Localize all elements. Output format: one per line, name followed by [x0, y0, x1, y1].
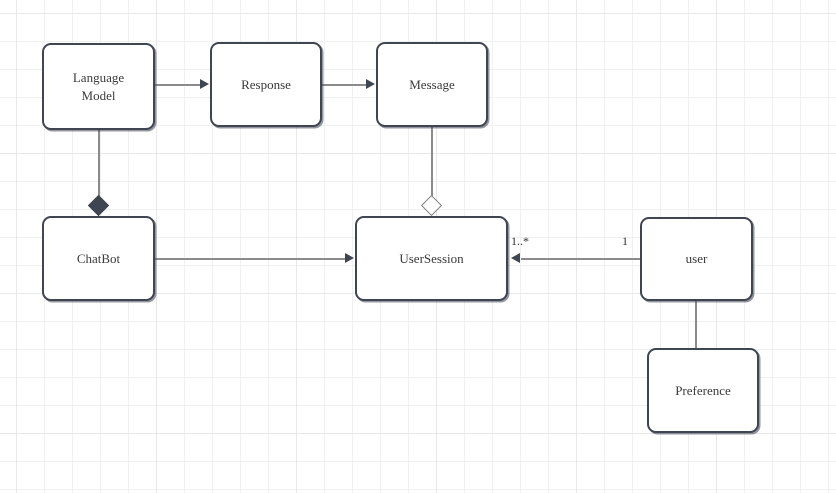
arrowhead-message-in — [366, 79, 375, 89]
multiplicity-user-end: 1 — [622, 234, 628, 248]
edge-user-to-preference — [695, 301, 697, 349]
arrowhead-response-in — [200, 79, 209, 89]
node-language-model[interactable]: Language Model — [42, 43, 155, 130]
node-language-model-label: Language Model — [72, 69, 125, 103]
node-message[interactable]: Message — [376, 42, 488, 127]
arrowhead-usersession-in-left — [345, 253, 354, 263]
edge-response-to-message — [322, 84, 367, 86]
node-usersession-label: UserSession — [399, 250, 464, 266]
node-chatbot-label: ChatBot — [76, 250, 121, 266]
node-preference-label: Preference — [675, 382, 731, 398]
edge-user-to-usersession — [521, 258, 640, 260]
node-response[interactable]: Response — [210, 42, 322, 127]
node-message-label: Message — [409, 76, 455, 92]
edge-language-model-to-chatbot — [98, 130, 100, 198]
node-chatbot[interactable]: ChatBot — [42, 216, 155, 301]
edge-chatbot-to-usersession — [155, 258, 346, 260]
composition-diamond-chatbot — [87, 194, 110, 217]
node-user-label: user — [685, 251, 708, 267]
edge-language-model-to-response — [155, 84, 201, 86]
multiplicity-usersession-end: 1..* — [511, 234, 529, 248]
node-user[interactable]: user — [640, 217, 753, 301]
node-response-label: Response — [241, 76, 291, 92]
node-preference[interactable]: Preference — [647, 348, 759, 433]
node-usersession[interactable]: UserSession — [355, 216, 508, 301]
edge-message-to-usersession — [431, 127, 433, 199]
aggregation-diamond-usersession — [420, 194, 443, 217]
arrowhead-usersession-in-right — [511, 253, 520, 263]
